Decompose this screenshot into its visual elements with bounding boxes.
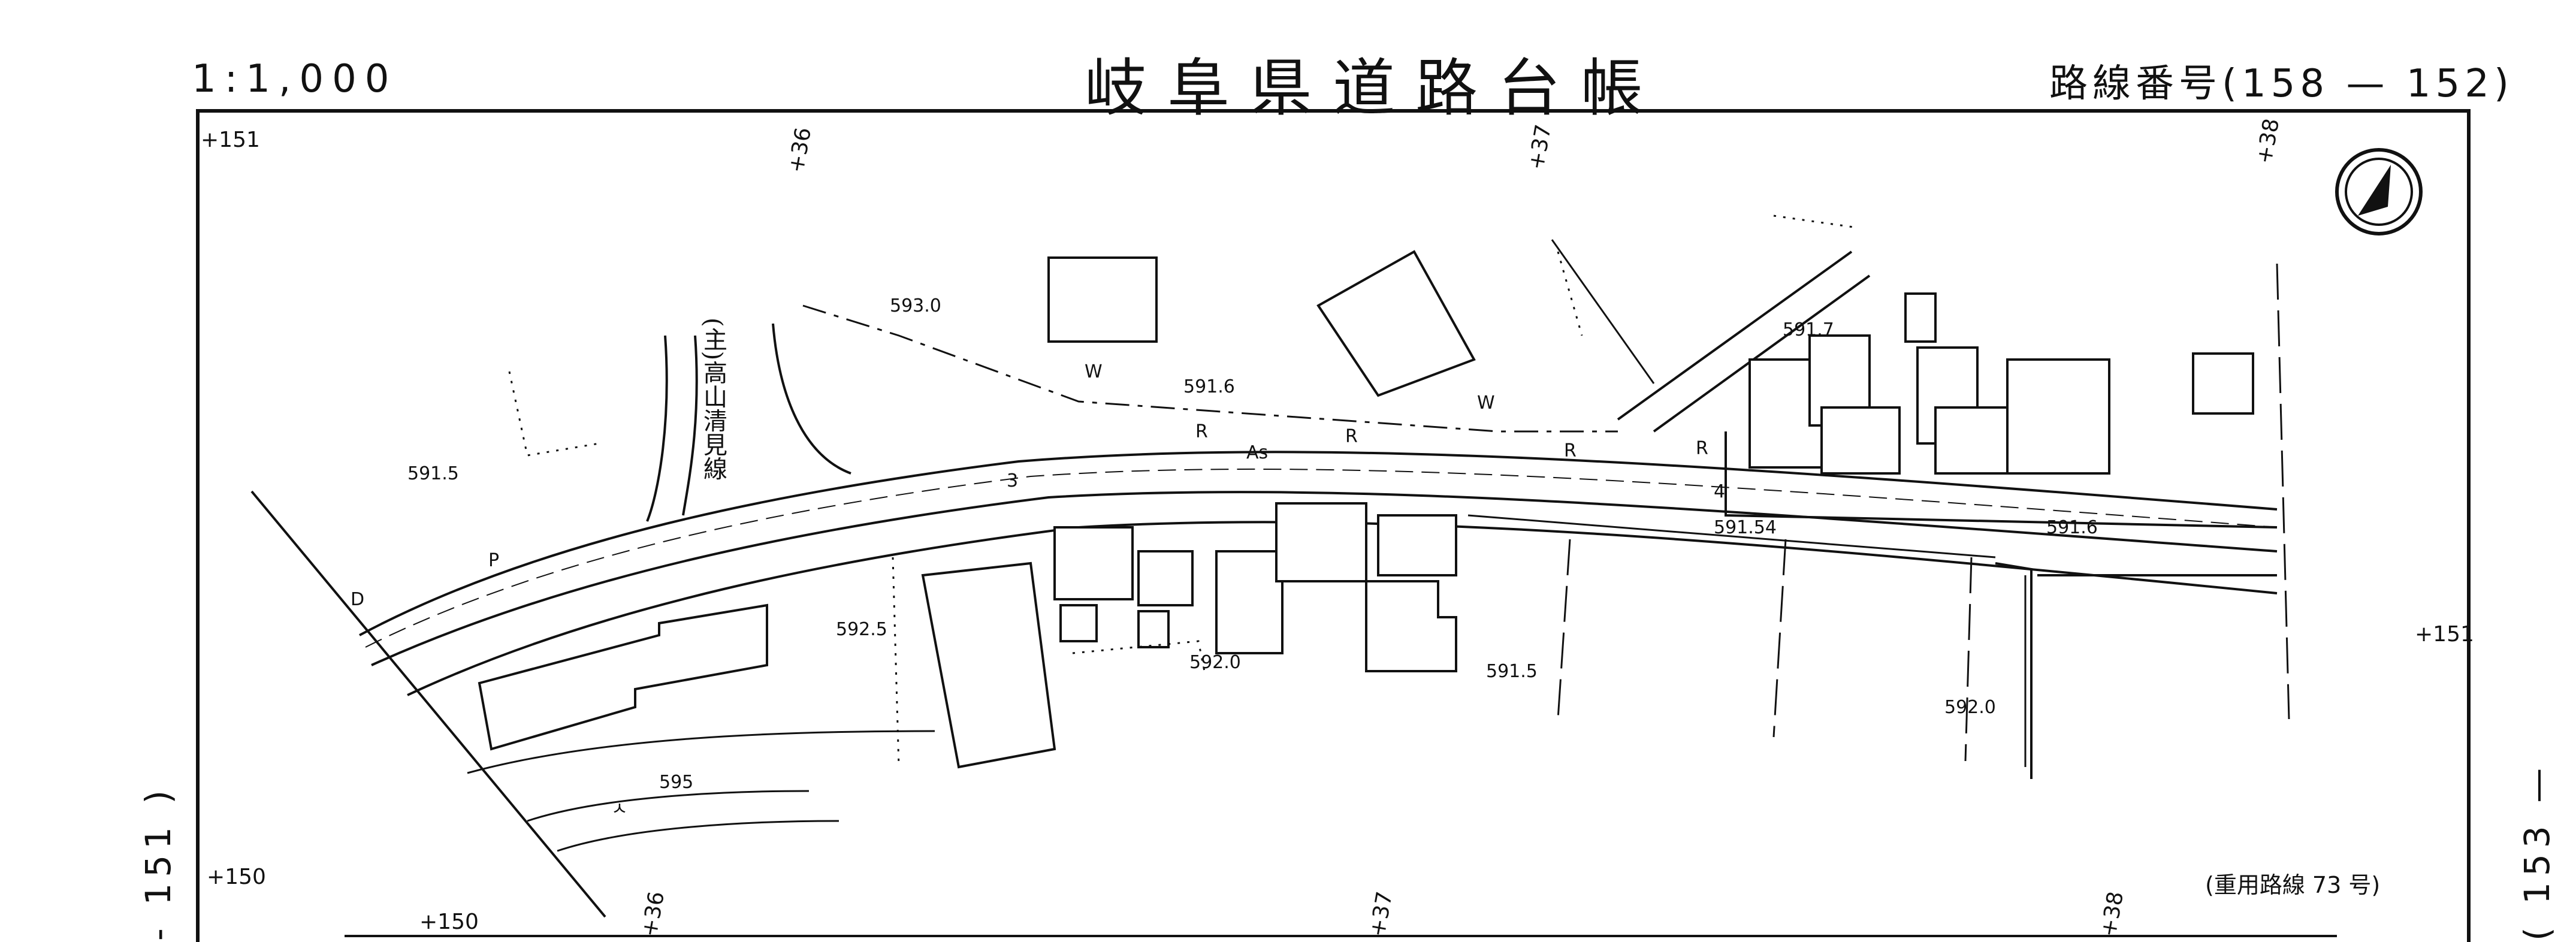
chainage-label: +36 [784,126,816,175]
symbol-label: W [1477,393,1495,413]
symbol-label: P [488,550,499,571]
route-number: 路線番号(158 — 152) [2049,62,2514,106]
elevation-label: 592.0 [1189,652,1241,673]
svg-text:(主)高山清見線: (主)高山清見線 [699,318,727,480]
buildings [478,250,2254,769]
elevation-label: 591.54 [1714,517,1777,538]
symbol-label: D [351,589,364,610]
chainage-label: +151 [201,128,260,152]
side-roads [646,250,2278,779]
chainage-label: +38 [2252,117,2284,166]
symbol-label: R [1564,440,1577,461]
chainage-label: +37 [1365,890,1397,939]
north-arrow-icon [2335,148,2423,236]
embankment [1467,239,2027,767]
elevation-label: 592.5 [836,619,887,640]
duplicate-route-note: (重用路線 73 号) [2205,872,2380,898]
symbol-label: R [1696,438,1708,459]
route-name-vertical: (主)高山清見線 [699,318,727,480]
symbol-label: 4 [1714,481,1725,502]
elevation-label: 595 [659,772,693,793]
chainage-label: +150 [419,910,479,934]
boundary-north [802,304,1618,433]
surface-label: As [1246,442,1268,463]
elevation-label: 593.0 [890,295,941,316]
elevation-label: 591.5 [407,463,459,484]
symbol-label: W [1085,361,1103,382]
main-road [359,451,2278,696]
chainage-label: +151 [2415,622,2474,647]
contours [467,730,935,852]
symbol-label: R [1195,421,1208,442]
chainage-label: +36 [637,890,669,939]
symbol-label: R [1345,426,1358,447]
parcel-lines [1557,263,2290,762]
elevation-label: 591.7 [1783,319,1834,340]
elevation-label: 591.6 [2046,517,2098,538]
chainage-label: +37 [1524,123,1556,172]
chainage-label: +150 [207,865,266,889]
elevation-label: 592.0 [1944,697,1996,718]
chainage-label: +38 [2096,890,2128,939]
match-line [250,490,606,918]
elevation-label: 591.5 [1486,661,1538,682]
elevation-label: 591.6 [1183,376,1235,397]
symbol-label: 3 [1007,470,1018,491]
symbol-label: ㅅ [611,799,628,820]
map-frame [196,109,2471,942]
map-scale: 1:1,000 [192,57,398,101]
